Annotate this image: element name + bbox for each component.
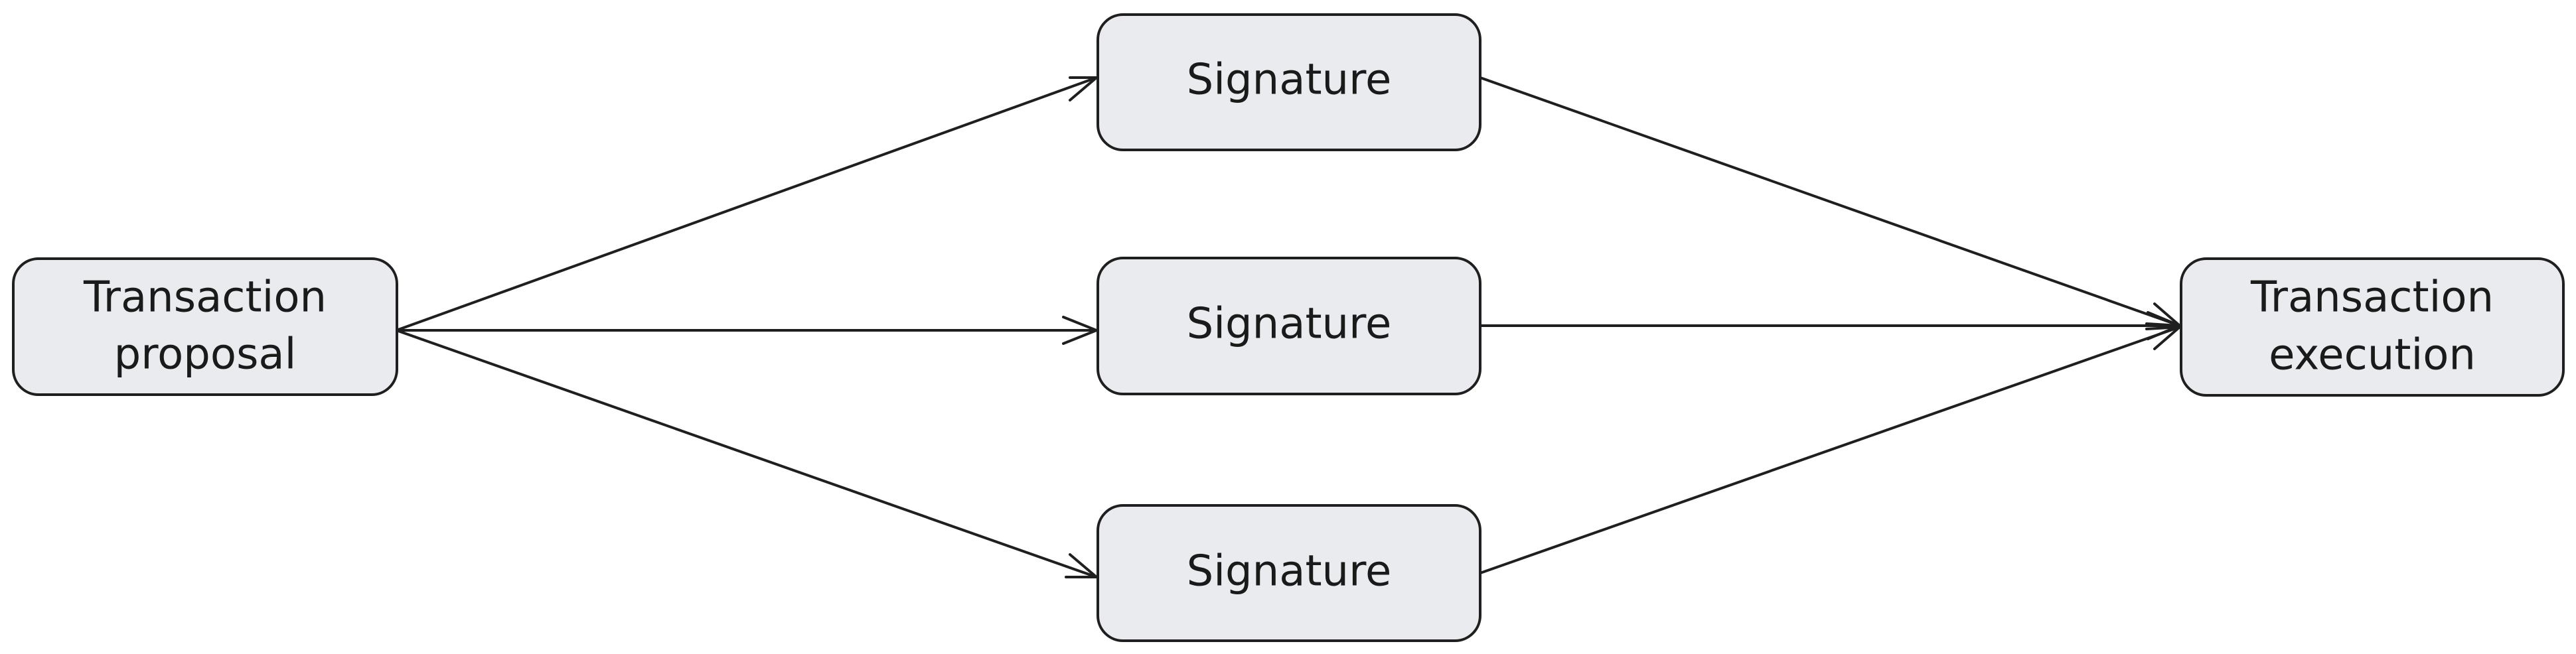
node-box	[1097, 257, 1481, 395]
node-label-line2: proposal	[114, 330, 297, 379]
node-transaction-proposal: Transaction proposal	[12, 257, 398, 396]
node-label-line1: Transaction	[83, 273, 327, 322]
edge-proposal-to-signature-top	[398, 76, 1097, 331]
node-box	[1097, 504, 1481, 642]
arrow-head-signature-bottom-in	[1065, 553, 1098, 578]
node-label: Signature	[1187, 56, 1392, 105]
node-signature-middle: Signature	[1097, 257, 1481, 395]
node-box	[12, 257, 398, 396]
node-transaction-execution: Transaction execution	[2180, 257, 2565, 397]
node-label-line2: execution	[2269, 331, 2476, 380]
node-signature-top: Signature	[1097, 13, 1481, 151]
node-label: Signature	[1187, 547, 1392, 596]
edge-proposal-to-signature-bottom	[398, 330, 1097, 578]
edge-signature-top-to-execution	[1479, 76, 2180, 327]
edges	[398, 76, 2180, 578]
node-signature-bottom: Signature	[1097, 504, 1481, 642]
node-box	[1097, 13, 1481, 151]
edge-signature-bottom-to-execution	[1479, 326, 2180, 574]
node-label-line1: Transaction	[2250, 273, 2494, 322]
node-box	[2180, 257, 2565, 397]
node-label: Signature	[1187, 300, 1392, 349]
